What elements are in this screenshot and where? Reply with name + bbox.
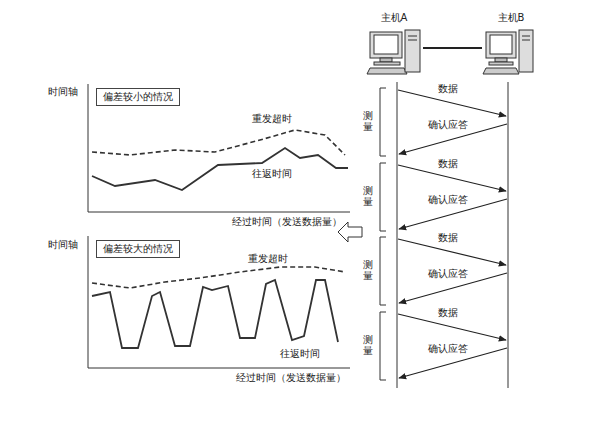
computer-icon [367, 30, 420, 74]
rtt-curve [92, 280, 338, 348]
axis-label: 时间轴 [48, 239, 78, 251]
computer-icon [483, 30, 533, 74]
box-title: 偏差较小的情况 [103, 91, 173, 103]
curve-label: 往返时间 [280, 348, 320, 360]
host: 主机A [365, 12, 423, 78]
curve-label: 往返时间 [252, 168, 292, 180]
measure-label: 测量 [363, 110, 373, 132]
message-label: 确认应答 [428, 194, 468, 206]
axis-label: 经过时间（发送数据量） [236, 372, 346, 384]
box-title: 偏差较大的情况 [103, 243, 173, 255]
measure-label: 测量 [363, 185, 373, 207]
host-name: 主机B [482, 12, 540, 24]
host-name: 主机A [365, 12, 423, 24]
measure-bracket [380, 312, 386, 380]
rtt-curve [92, 148, 348, 190]
message-arrows [380, 88, 507, 380]
message-label: 数据 [438, 232, 458, 244]
curve-label: 重发超时 [252, 113, 292, 125]
message-label: 数据 [438, 83, 458, 95]
message-label: 确认应答 [428, 343, 468, 355]
host: 主机B [482, 12, 540, 78]
chart-title-box: 偏差较小的情况 [96, 88, 180, 106]
timeout-curve [92, 130, 345, 155]
message-label: 数据 [438, 158, 458, 170]
curve-label: 重发超时 [248, 253, 288, 265]
message-label: 确认应答 [428, 268, 468, 280]
timeout-curve [92, 267, 345, 288]
measure-label: 测量 [363, 334, 373, 356]
message-label: 数据 [438, 307, 458, 319]
chart-axes [88, 84, 350, 368]
axis-label: 经过时间（发送数据量） [232, 216, 342, 228]
message-label: 确认应答 [428, 119, 468, 131]
measure-bracket [380, 163, 386, 231]
measure-label: 测量 [363, 259, 373, 281]
network-link [423, 47, 482, 49]
axis-label: 时间轴 [48, 86, 78, 98]
measure-bracket [380, 237, 386, 305]
timeline [397, 82, 508, 388]
chart-title-box: 偏差较大的情况 [96, 240, 180, 258]
measure-bracket [380, 88, 386, 156]
